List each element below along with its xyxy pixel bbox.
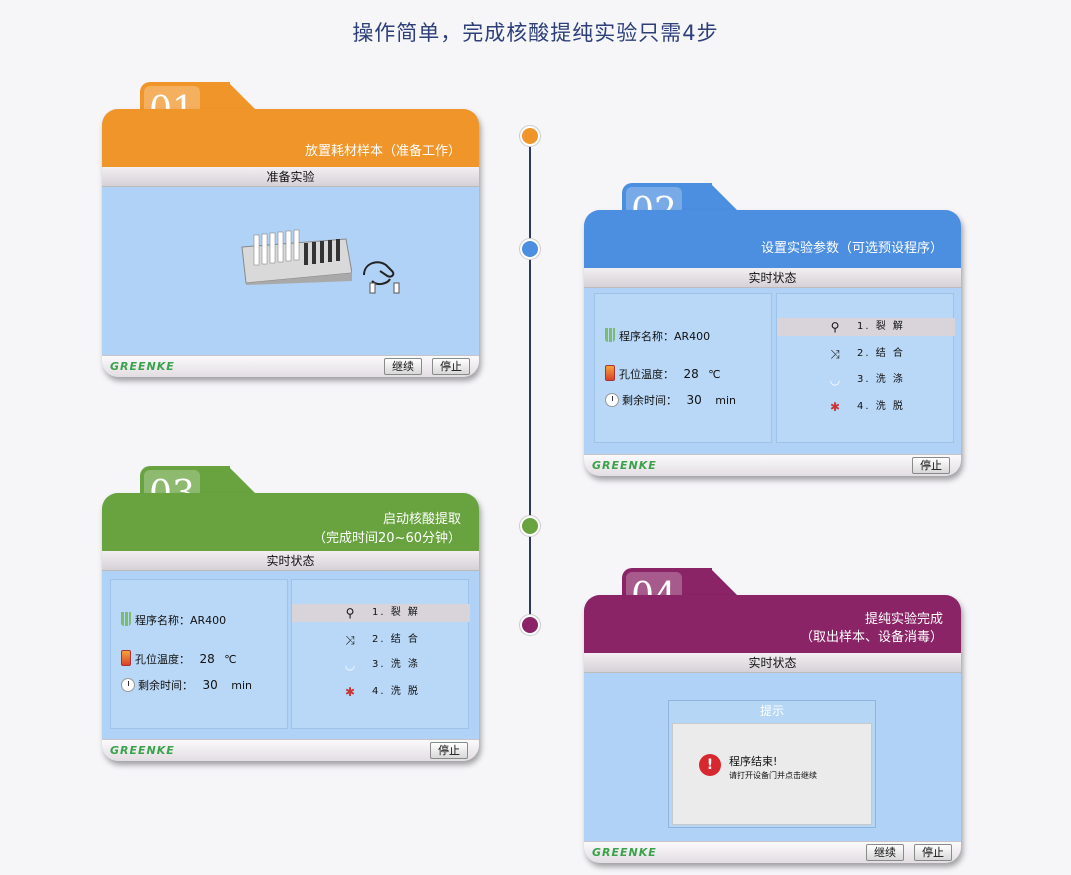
panel-subtitle: （完成时间20~60分钟） [313, 531, 461, 546]
stop-button[interactable]: 停止 [914, 844, 952, 861]
panel-header: 放置耗材样本（准备工作） [102, 109, 479, 167]
remaining-time-row: 剩余时间： 30 min [121, 677, 252, 693]
program-row: 程序名称：AR400 [605, 328, 710, 344]
temperature-row: 孔位温度： 28 ℃ [605, 365, 721, 382]
warning-icon: ! [699, 754, 721, 776]
step-item-wash: ◡3. 洗 涤 [292, 656, 470, 674]
cross-arrows-icon: ⤨ [830, 347, 840, 361]
dialog-instruction: 请打开设备门并点击继续 [729, 771, 817, 780]
panel-title: 设置实验参数（可选预设程序） [760, 241, 943, 256]
program-row: 程序名称：AR400 [121, 612, 226, 628]
thermometer-icon [121, 650, 131, 666]
timeline-line [529, 136, 531, 626]
panel-subtitle: （取出样本、设备消毒） [799, 630, 943, 645]
panel-body: 提示 ! 程序结束! 请打开设备门并点击继续 [584, 673, 961, 841]
dialog-message: 程序结束! [729, 755, 778, 768]
greenke-logo: GREENKE [592, 846, 657, 859]
cross-arrows-icon: ⤨ [345, 633, 355, 647]
step-item-lysis: ⚲1. 裂 解 [777, 318, 955, 336]
magnifier-icon: ⚲ [345, 606, 355, 620]
panel-header: 设置实验参数（可选预设程序） [584, 210, 961, 268]
timeline-dot-3 [520, 516, 540, 536]
time-value: 30 [686, 393, 702, 407]
status-info-box: 程序名称：AR400 孔位温度： 28 ℃ 剩余时间： 30 min [594, 293, 772, 443]
panel-header: 提纯实验完成 （取出样本、设备消毒） [584, 595, 961, 653]
time-value: 30 [202, 678, 218, 692]
timeline-dot-1 [520, 126, 540, 146]
panel-footer: GREENKE 继续 停止 [102, 355, 479, 377]
stop-button[interactable]: 停止 [432, 358, 470, 375]
status-info-box: 程序名称：AR400 孔位温度： 28 ℃ 剩余时间： 30 min [110, 579, 288, 729]
dialog-title: 提示 [759, 704, 784, 718]
panel-footer: GREENKE 停止 [584, 454, 961, 476]
hand-icon [363, 261, 400, 294]
continue-button[interactable]: 继续 [384, 358, 422, 375]
continue-button[interactable]: 继续 [866, 844, 904, 861]
temperature-row: 孔位温度： 28 ℃ [121, 650, 237, 667]
panel-subbar: 实时状态 [102, 551, 479, 571]
step-panel-01: 放置耗材样本（准备工作） 准备实验 [102, 109, 479, 377]
page-headline: 操作简单，完成核酸提纯实验只需4步 [352, 21, 719, 45]
prompt-dialog: 提示 ! 程序结束! 请打开设备门并点击继续 [668, 700, 876, 828]
panel-footer: GREENKE 继续 停止 [584, 841, 961, 863]
step-list-box: ⚲1. 裂 解 ⤨2. 结 合 ◡3. 洗 涤 ✱4. 洗 脱 [776, 293, 955, 443]
program-value: AR400 [674, 330, 711, 343]
basin-icon: ◡ [344, 658, 356, 672]
step-card-04: 04 提纯实验完成 （取出样本、设备消毒） 实时状态 提示 ! 程序结束! 请打… [584, 568, 961, 868]
panel-footer: GREENKE 停止 [102, 739, 479, 761]
elution-icon: ✱ [829, 400, 841, 414]
clock-icon [121, 678, 135, 692]
panel-body: 程序名称：AR400 孔位温度： 28 ℃ 剩余时间： 30 min ⚲1. 裂… [102, 571, 479, 739]
step-item-elution: ✱4. 洗 脱 [777, 398, 955, 416]
step-card-01: 01 放置耗材样本（准备工作） 准备实验 [102, 82, 479, 378]
program-value: AR400 [190, 614, 227, 627]
clock-icon [605, 393, 619, 407]
greenke-logo: GREENKE [110, 744, 175, 757]
step-item-lysis: ⚲1. 裂 解 [292, 604, 470, 622]
step-list-box: ⚲1. 裂 解 ⤨2. 结 合 ◡3. 洗 涤 ✱4. 洗 脱 [291, 579, 470, 729]
step-item-elution: ✱4. 洗 脱 [292, 683, 470, 701]
timeline-dot-2 [520, 239, 540, 259]
panel-title: 启动核酸提取 [382, 512, 461, 527]
step-card-03: 03 启动核酸提取 （完成时间20~60分钟） 实时状态 程序名称：AR400 … [102, 466, 479, 762]
step-item-wash: ◡3. 洗 涤 [777, 371, 955, 389]
step-panel-02: 设置实验参数（可选预设程序） 实时状态 程序名称：AR400 孔位温度： 28 … [584, 210, 961, 476]
tube-icon [605, 328, 615, 342]
sample-rack-illustration [241, 229, 352, 285]
step-panel-03: 启动核酸提取 （完成时间20~60分钟） 实时状态 程序名称：AR400 孔位温… [102, 493, 479, 761]
panel-subbar: 实时状态 [584, 653, 961, 673]
temperature-value: 28 [199, 652, 215, 666]
remaining-time-row: 剩余时间： 30 min [605, 392, 736, 408]
panel-body: 程序名称：AR400 孔位温度： 28 ℃ 剩余时间： 30 min ⚲1. 裂… [584, 288, 961, 454]
stop-button[interactable]: 停止 [912, 457, 950, 474]
step-panel-04: 提纯实验完成 （取出样本、设备消毒） 实时状态 提示 ! 程序结束! 请打开设备… [584, 595, 961, 863]
greenke-logo: GREENKE [110, 360, 175, 373]
panel-body [102, 187, 479, 355]
panel-header: 启动核酸提取 （完成时间20~60分钟） [102, 493, 479, 551]
stop-button[interactable]: 停止 [430, 742, 468, 759]
elution-icon: ✱ [344, 685, 356, 699]
thermometer-icon [605, 365, 615, 381]
step-card-02: 02 设置实验参数（可选预设程序） 实时状态 程序名称：AR400 孔位温度： … [584, 183, 961, 479]
step-item-binding: ⤨2. 结 合 [777, 345, 955, 363]
timeline-dot-4 [520, 615, 540, 635]
panel-subbar: 实时状态 [584, 268, 961, 288]
greenke-logo: GREENKE [592, 459, 657, 472]
step-item-binding: ⤨2. 结 合 [292, 631, 470, 649]
magnifier-icon: ⚲ [830, 320, 840, 334]
temperature-value: 28 [683, 367, 699, 381]
tube-icon [121, 612, 131, 626]
panel-title: 提纯实验完成 [864, 612, 943, 627]
panel-title: 放置耗材样本（准备工作） [304, 144, 461, 159]
panel-subbar: 准备实验 [102, 167, 479, 187]
basin-icon: ◡ [829, 373, 841, 387]
dialog-body: ! 程序结束! 请打开设备门并点击继续 [672, 723, 872, 825]
